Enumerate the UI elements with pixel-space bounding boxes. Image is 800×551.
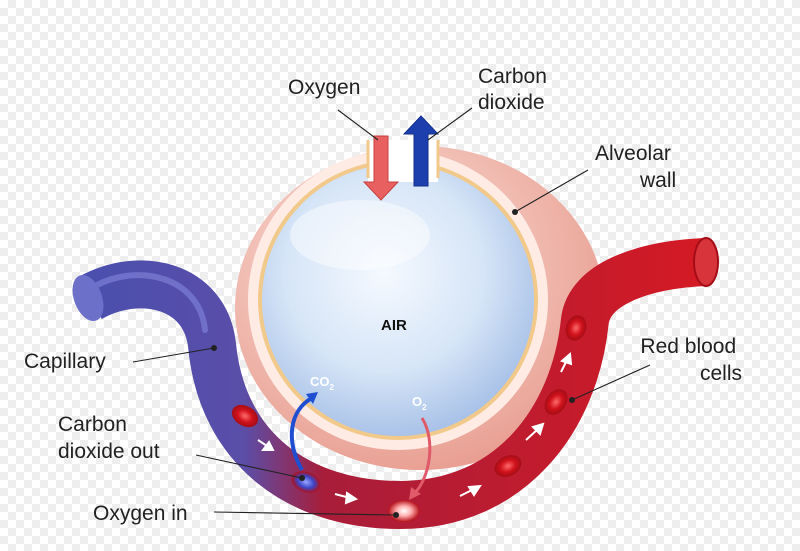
air-sac-shine [290, 200, 430, 270]
label-red-blood-cells: Red blood cells [640, 335, 742, 385]
label-alveolar-wall: Alveolar wall [595, 142, 677, 192]
air-label: AIR [381, 317, 407, 334]
label-oxygen: Oxygen [288, 76, 360, 99]
label-carbon-dioxide: Carbon dioxide [478, 65, 553, 114]
alveolus-air-sac [260, 162, 536, 438]
label-oxygen-in: Oxygen in [93, 502, 188, 525]
capillary-end-right [694, 238, 718, 286]
label-capillary: Capillary [24, 350, 106, 373]
red-blood-cell-o2 [388, 500, 420, 522]
label-carbon-dioxide-out: Carbon dioxide out [58, 413, 160, 463]
